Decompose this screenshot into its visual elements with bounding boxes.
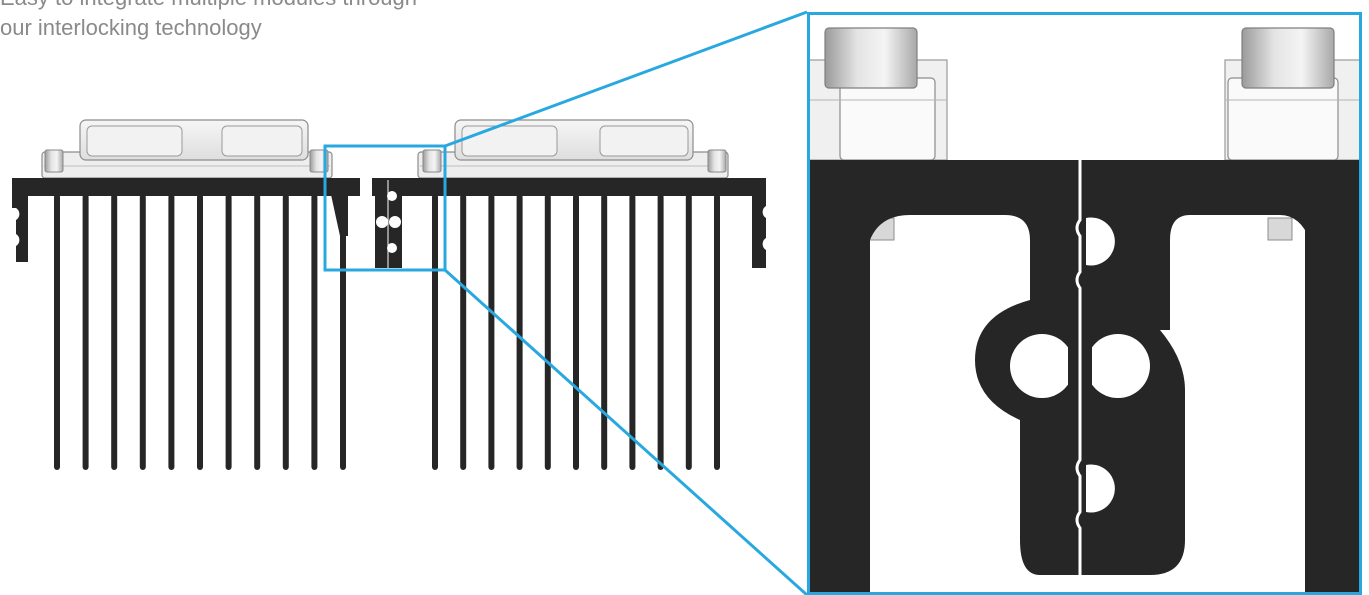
caption-line-2: our interlocking technology	[0, 15, 262, 40]
left-heatsink-fin	[197, 194, 203, 470]
right-heatsink-fin	[460, 194, 467, 470]
interlock-joint	[375, 180, 402, 268]
right-heatsink-fin	[573, 194, 579, 470]
right-heatsink-fin	[601, 194, 608, 470]
left-heatsink-fin	[54, 194, 60, 470]
left-module	[12, 119, 360, 470]
left-heatsink-fin	[139, 194, 146, 470]
zoom-connector-top	[444, 10, 808, 148]
left-heatsink-fin	[82, 194, 89, 470]
left-heatsink-fin	[225, 194, 232, 470]
left-heatsink-fin	[168, 194, 175, 470]
zoom-source-box	[323, 144, 447, 272]
left-module-heatsink	[12, 178, 360, 470]
left-module-led-housing	[41, 119, 333, 179]
left-heatsink-fin	[311, 194, 318, 470]
right-heatsink-fin	[685, 194, 692, 470]
caption: Easy to integrate multiple modules throu…	[0, 0, 560, 43]
right-heatsink-fin	[629, 194, 636, 470]
left-heatsink-fin	[254, 194, 261, 470]
right-heatsink-fin	[544, 194, 551, 470]
left-heatsink-fin	[282, 194, 289, 470]
right-heatsink-fin	[432, 194, 438, 470]
right-module	[372, 119, 766, 470]
right-module-heatsink	[372, 178, 766, 470]
right-module-led-housing	[417, 119, 729, 179]
zoom-interlock	[1010, 160, 1150, 580]
left-heatsink-fin	[111, 194, 118, 470]
right-heatsink-fin	[516, 194, 523, 470]
right-heatsink-fin	[488, 194, 495, 470]
right-heatsink-fin	[714, 194, 720, 470]
zoom-callout	[323, 10, 809, 595]
zoom-connector-bottom	[443, 268, 809, 595]
zoom-detail	[807, 12, 1362, 595]
right-heatsink-fin	[657, 194, 664, 470]
left-heatsink-fin	[340, 194, 346, 470]
caption-line-1: Easy to integrate multiple modules throu…	[0, 0, 560, 13]
